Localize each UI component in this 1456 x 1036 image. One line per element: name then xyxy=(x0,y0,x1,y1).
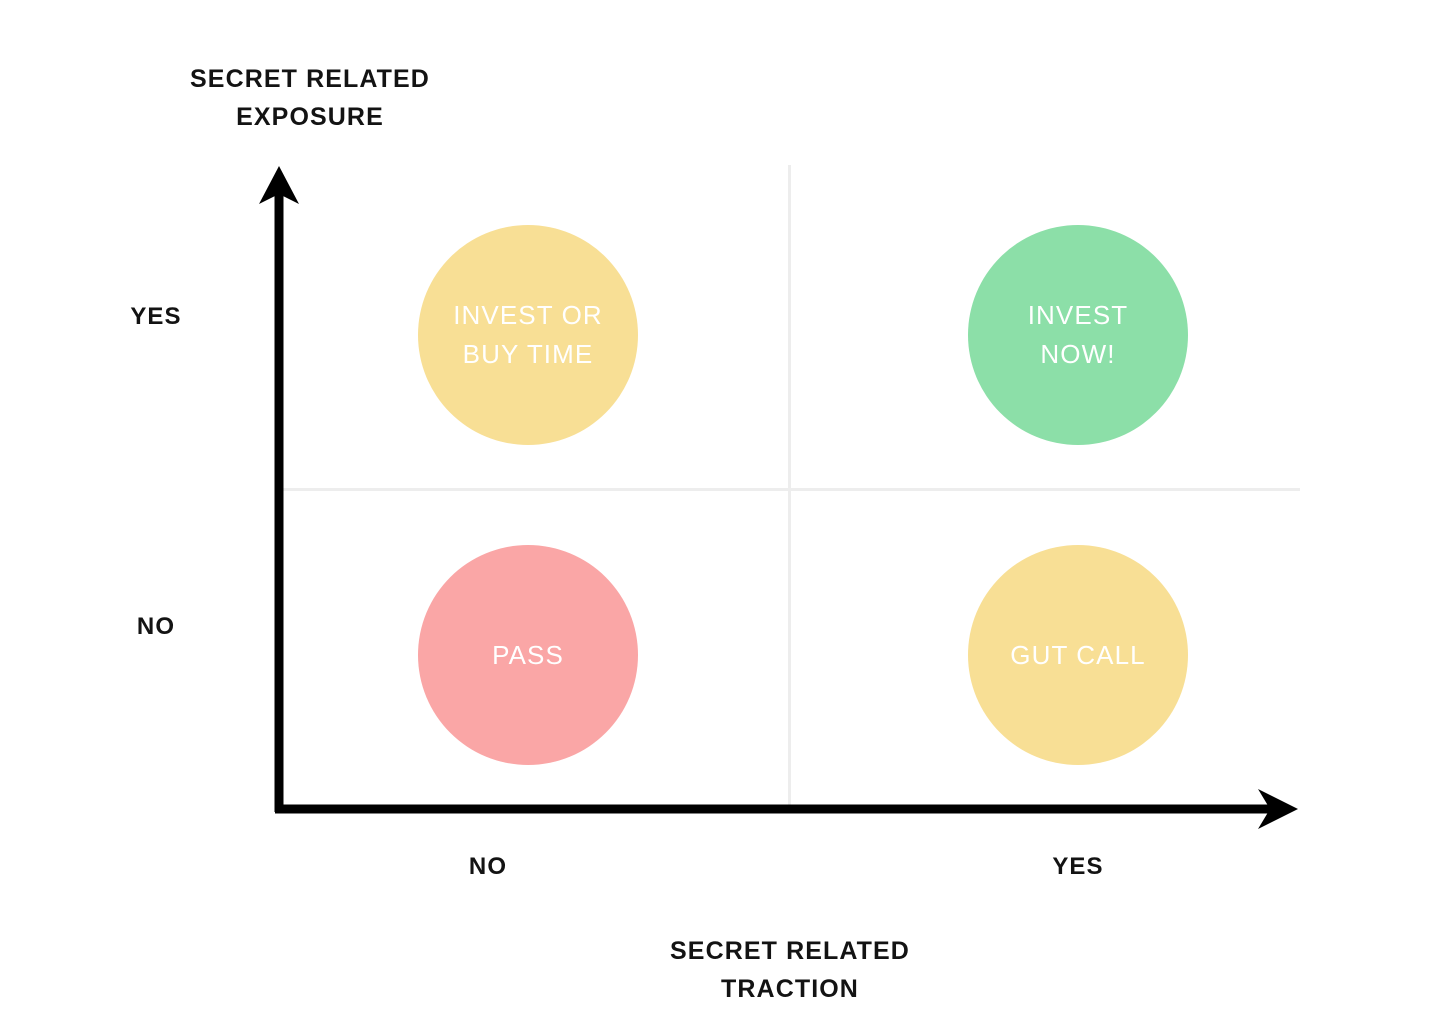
quadrant-bubble-label: INVEST OR BUY TIME xyxy=(453,300,603,369)
x-axis-tick-yes: YES xyxy=(1052,853,1104,880)
x-axis-title: SECRET RELATED TRACTION xyxy=(670,937,910,1003)
quadrant-bubble-invest-or-buy-time: INVEST OR BUY TIME xyxy=(418,225,638,445)
vertical-gridline xyxy=(788,165,791,810)
y-axis-tick-no: NO xyxy=(136,613,176,640)
quadrant-bubble-pass: PASS xyxy=(418,545,638,765)
y-axis-title: SECRET RELATED EXPOSURE xyxy=(190,65,430,131)
quadrant-bubble-invest-now: INVEST NOW! xyxy=(968,225,1188,445)
x-axis-tick-no: NO xyxy=(468,853,508,880)
quadrant-bubble-label: PASS xyxy=(492,639,564,670)
y-axis-tick-yes: YES xyxy=(130,303,182,330)
quadrant-bubble-label: INVEST NOW! xyxy=(1027,300,1129,369)
quadrant-bubble-label: GUT CALL xyxy=(1010,639,1146,670)
quadrant-bubble-gut-call: GUT CALL xyxy=(968,545,1188,765)
horizontal-gridline xyxy=(280,488,1300,491)
